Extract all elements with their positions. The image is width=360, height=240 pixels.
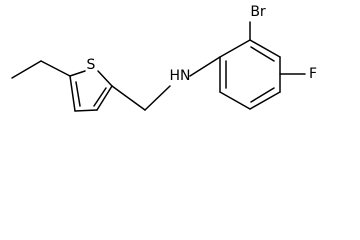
atom-sulfur-label: S <box>87 57 96 73</box>
bond-thiophene-c2-c3 <box>96 85 113 111</box>
bond-ethyl-ch2 <box>40 60 71 77</box>
bond-c2-ch2 <box>111 85 146 111</box>
bond-benzene-c5-c6 <box>219 91 251 110</box>
bond-benzene-c2-c3-inner <box>250 46 275 62</box>
structure-canvas: S HN Br F <box>11 4 317 112</box>
bond-thiophene-c5-s <box>69 70 86 77</box>
bond-thiophene-s-c2 <box>97 70 113 87</box>
bond-benzene-c4-c5 <box>249 91 281 110</box>
molecule-drawing: S HN Br F <box>11 4 317 112</box>
bond-ethyl-ch3 <box>11 60 42 79</box>
bond-benzene-c1-c2 <box>219 39 251 58</box>
bond-thiophene-c2-c3-inner <box>93 87 107 107</box>
bond-n-c1 <box>189 56 221 77</box>
atom-fluorine-label: F <box>309 66 317 82</box>
bond-thiophene-c3-c4 <box>74 109 98 112</box>
bond-benzene-c4-c5-inner <box>250 87 275 103</box>
atom-nitrogen-label: HN <box>170 68 191 84</box>
bond-benzene-c2-c3 <box>249 39 281 58</box>
bond-ch2-n <box>144 85 171 111</box>
atom-bromine-label: Br <box>250 4 266 20</box>
bond-thiophene-c4-c5-inner <box>75 81 81 107</box>
bond-thiophene-c4-c5 <box>69 75 76 112</box>
